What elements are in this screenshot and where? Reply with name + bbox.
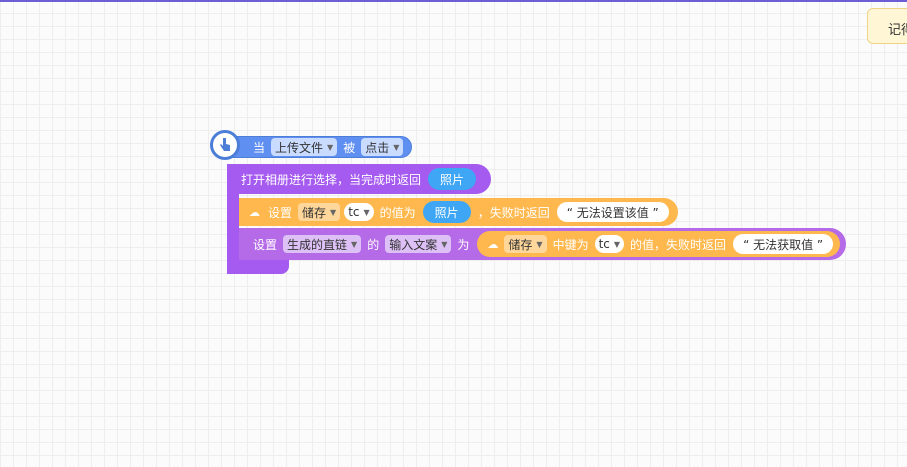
- toast-text: 记得: [888, 23, 907, 38]
- chevron-down-icon: ▼: [536, 239, 543, 249]
- fail-value-string[interactable]: “ 无法获取值 ”: [733, 234, 834, 254]
- component-dropdown[interactable]: 上传文件 ▼: [271, 138, 338, 156]
- event-dropdown-label: 点击: [365, 140, 390, 155]
- chevron-down-icon: ▼: [393, 142, 400, 152]
- of-label: 的: [367, 237, 380, 252]
- album-block-bottom: [227, 258, 289, 274]
- component-dropdown-label: 生成的直链: [287, 237, 348, 252]
- chevron-down-icon: ▼: [363, 207, 370, 217]
- property-dropdown[interactable]: 输入文案 ▼: [385, 235, 452, 253]
- chevron-down-icon: ▼: [351, 239, 358, 249]
- chevron-down-icon: ▼: [613, 239, 621, 249]
- hat-prefix: 当: [253, 140, 266, 155]
- store-dropdown[interactable]: 储存 ▼: [298, 203, 341, 221]
- pointer-hand-icon: [210, 130, 240, 160]
- storage-set-block[interactable]: ☁ 设置 储存 ▼ tc ▼ 的值为 照片 ，失败时返回 “ 无法设置该值 ”: [239, 198, 678, 226]
- chevron-down-icon: ▼: [327, 142, 334, 152]
- hat-middle: 被: [343, 140, 356, 155]
- album-text: 打开相册进行选择，当完成时返回: [241, 172, 422, 187]
- chevron-down-icon: ▼: [330, 207, 337, 217]
- component-dropdown[interactable]: 生成的直链 ▼: [283, 235, 362, 253]
- property-dropdown-label: 输入文案: [389, 237, 438, 252]
- event-dropdown[interactable]: 点击 ▼: [361, 138, 404, 156]
- fail-value-string[interactable]: “ 无法设置该值 ”: [556, 202, 669, 222]
- value-fail-label: 的值，失败时返回: [630, 237, 727, 252]
- pointer-hand-glyph: [220, 138, 230, 151]
- component-dropdown-label: 上传文件: [275, 140, 324, 155]
- fail-label: ，失败时返回: [477, 205, 550, 220]
- key-dropdown-label: tc: [348, 205, 360, 219]
- set-prefix: 设置: [253, 237, 278, 252]
- set-prefix: 设置: [268, 205, 293, 220]
- storage-get-block[interactable]: ☁ 储存 ▼ 中键为 tc ▼ 的值，失败时返回 “ 无法获取值 ”: [477, 231, 841, 257]
- value-variable-photo[interactable]: 照片: [422, 201, 471, 223]
- cloud-upload-icon: ☁: [249, 205, 260, 219]
- top-border: [0, 0, 907, 2]
- store-dropdown-label: 储存: [302, 205, 327, 220]
- value-of-label: 的值为: [379, 205, 416, 220]
- as-label: 为: [457, 237, 470, 252]
- key-label: 中键为: [552, 237, 589, 252]
- cloud-upload-icon: ☁: [487, 237, 499, 251]
- notification-toast: 记得: [867, 8, 907, 44]
- event-hat-block[interactable]: 当 上传文件 ▼ 被 点击 ▼: [212, 136, 413, 158]
- store-dropdown-label: 储存: [508, 237, 533, 252]
- return-variable-photo[interactable]: 照片: [428, 168, 477, 190]
- store-dropdown[interactable]: 储存 ▼: [504, 235, 547, 253]
- key-dropdown[interactable]: tc ▼: [594, 235, 625, 253]
- open-album-block[interactable]: 打开相册进行选择，当完成时返回 照片: [227, 164, 492, 194]
- key-dropdown-label: tc: [598, 237, 610, 251]
- set-property-block[interactable]: 设置 生成的直链 ▼ 的 输入文案 ▼ 为 ☁ 储存 ▼ 中键为 tc ▼ 的值…: [239, 228, 847, 260]
- key-dropdown[interactable]: tc ▼: [344, 203, 374, 221]
- chevron-down-icon: ▼: [441, 239, 448, 249]
